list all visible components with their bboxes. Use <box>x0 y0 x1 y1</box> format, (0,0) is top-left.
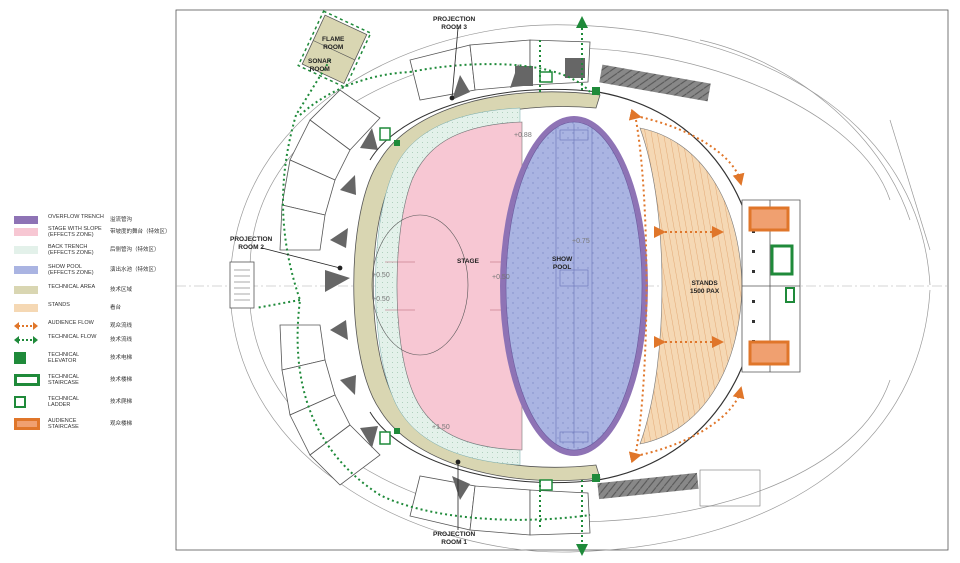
technical-staircase-icon <box>14 374 40 386</box>
legend-item: TECHNICAL AREA 技术区域 <box>14 284 192 298</box>
legend-label: TECHNICAL STAIRCASE <box>48 374 80 386</box>
legend-item: STAGE WITH SLOPE (effects zone) 带坡度的舞台（特… <box>14 226 192 240</box>
stage-oval <box>371 214 469 356</box>
legend-label: SHOW POOL (effects zone) <box>48 264 94 276</box>
level-mark: +0.50 <box>372 296 390 303</box>
legend-item: TECHNICAL ELEVATOR 技术电梯 <box>14 352 192 366</box>
legend-item: BACK TRENCH (effects zone) 后侧管沟（特效区） <box>14 244 192 258</box>
audience-staircase-north <box>748 206 790 232</box>
legend-item: TECHNICAL FLOW 技术流线 <box>14 334 192 348</box>
legend-item: STANDS 看台 <box>14 302 192 316</box>
technical-ladder-east <box>785 287 795 303</box>
shell-top-line <box>369 88 599 161</box>
legend-label: TECHNICAL ELEVATOR <box>48 352 80 364</box>
legend-label: STAGE WITH SLOPE (effects zone) <box>48 226 102 238</box>
label-leaders <box>261 27 461 530</box>
level-mark: +0.88 <box>514 132 532 139</box>
back-trench-swatch <box>14 246 38 254</box>
technical-ladder-icon <box>14 396 26 408</box>
drawing-frame <box>175 9 949 551</box>
pool-grid <box>555 124 593 448</box>
legend-label-cn: 技术楼梯 <box>110 377 133 383</box>
overflow-trench-swatch <box>14 216 38 224</box>
label-projection-room-2: PROJECTION ROOM 2 <box>230 236 273 251</box>
legend-label-cn: 观众楼梯 <box>110 421 133 427</box>
legend-label: BACK TRENCH (effects zone) <box>48 244 94 256</box>
ramp-box <box>699 469 761 507</box>
shell-bottom-line <box>369 411 599 484</box>
legend-label: TECHNICAL LADDER <box>48 396 80 408</box>
legend-label: STANDS <box>48 302 70 308</box>
legend-item: TECHNICAL LADDER 技术爬梯 <box>14 396 192 410</box>
legend-label-cn: 溢流管沟 <box>110 217 133 223</box>
level-mark: +0.75 <box>572 238 590 245</box>
label-sonar-room: SONAR ROOM <box>308 58 332 73</box>
stage-area <box>396 121 523 451</box>
legend-label-cn: 演出水池（特效区） <box>110 267 160 273</box>
technical-elevator-icon <box>14 352 26 364</box>
legend-label-cn: 技术区域 <box>110 287 133 293</box>
legend-item: OVERFLOW TRENCH 溢流管沟 <box>14 214 192 228</box>
show-pool-swatch <box>14 266 38 274</box>
technical-ladders <box>379 71 553 491</box>
legend-item: SHOW POOL (effects zone) 演出水池（特效区） <box>14 264 192 278</box>
technical-staircase-east <box>770 244 794 276</box>
legend-label: TECHNICAL FLOW <box>48 334 97 340</box>
audience-flow-arrow-icon <box>14 322 38 330</box>
technical-flow-arrow-icon <box>14 336 38 344</box>
label-stands: STANDS 1500 PAX <box>690 280 720 295</box>
legend-label: AUDIENCE FLOW <box>48 320 94 326</box>
legend-label-cn: 后侧管沟（特效区） <box>110 247 160 253</box>
legend-label-cn: 技术爬梯 <box>110 399 133 405</box>
stands-swatch <box>14 304 38 312</box>
legend-label-cn: 技术电梯 <box>110 355 133 361</box>
gravel-strip-lower <box>597 472 699 500</box>
gravel-strip-upper <box>599 64 711 102</box>
legend-label-cn: 带坡度的舞台（特效区） <box>110 229 171 235</box>
flame-sonar-block <box>297 10 372 89</box>
legend-label: OVERFLOW TRENCH <box>48 214 104 220</box>
technical-area-swatch <box>14 286 38 294</box>
level-mark: +0.50 <box>372 272 390 279</box>
technical-elevators <box>394 87 600 482</box>
stage-swatch <box>14 228 38 236</box>
legend-item: AUDIENCE FLOW 观众流线 <box>14 320 192 334</box>
level-mark: +0.50 <box>492 274 510 281</box>
legend-item: TECHNICAL STAIRCASE 技术楼梯 <box>14 374 192 388</box>
west-staircase <box>229 261 255 309</box>
label-flame-room: FLAME ROOM <box>322 36 345 51</box>
audience-staircase-south <box>748 340 790 366</box>
label-projection-room-1: PROJECTION ROOM 1 <box>433 531 476 546</box>
legend-item: AUDIENCE STAIRCASE 观众楼梯 <box>14 418 192 432</box>
legend-label-cn: 看台 <box>110 305 122 311</box>
legend-label: AUDIENCE STAIRCASE <box>48 418 79 430</box>
radial-rooms-left <box>279 89 381 486</box>
level-mark: +1.50 <box>432 424 450 431</box>
legend-label: TECHNICAL AREA <box>48 284 96 290</box>
audience-flow-routes <box>628 108 745 464</box>
label-projection-room-3: PROJECTION ROOM 3 <box>433 16 476 31</box>
west-stair-treads <box>234 269 250 301</box>
audience-staircase-icon <box>14 418 40 430</box>
legend-label-cn: 观众流线 <box>110 323 133 329</box>
label-stage: STAGE <box>457 258 479 265</box>
wedge-markers <box>325 58 585 500</box>
legend-label-cn: 技术流线 <box>110 337 133 343</box>
label-show-pool: SHOW POOL <box>552 256 573 271</box>
